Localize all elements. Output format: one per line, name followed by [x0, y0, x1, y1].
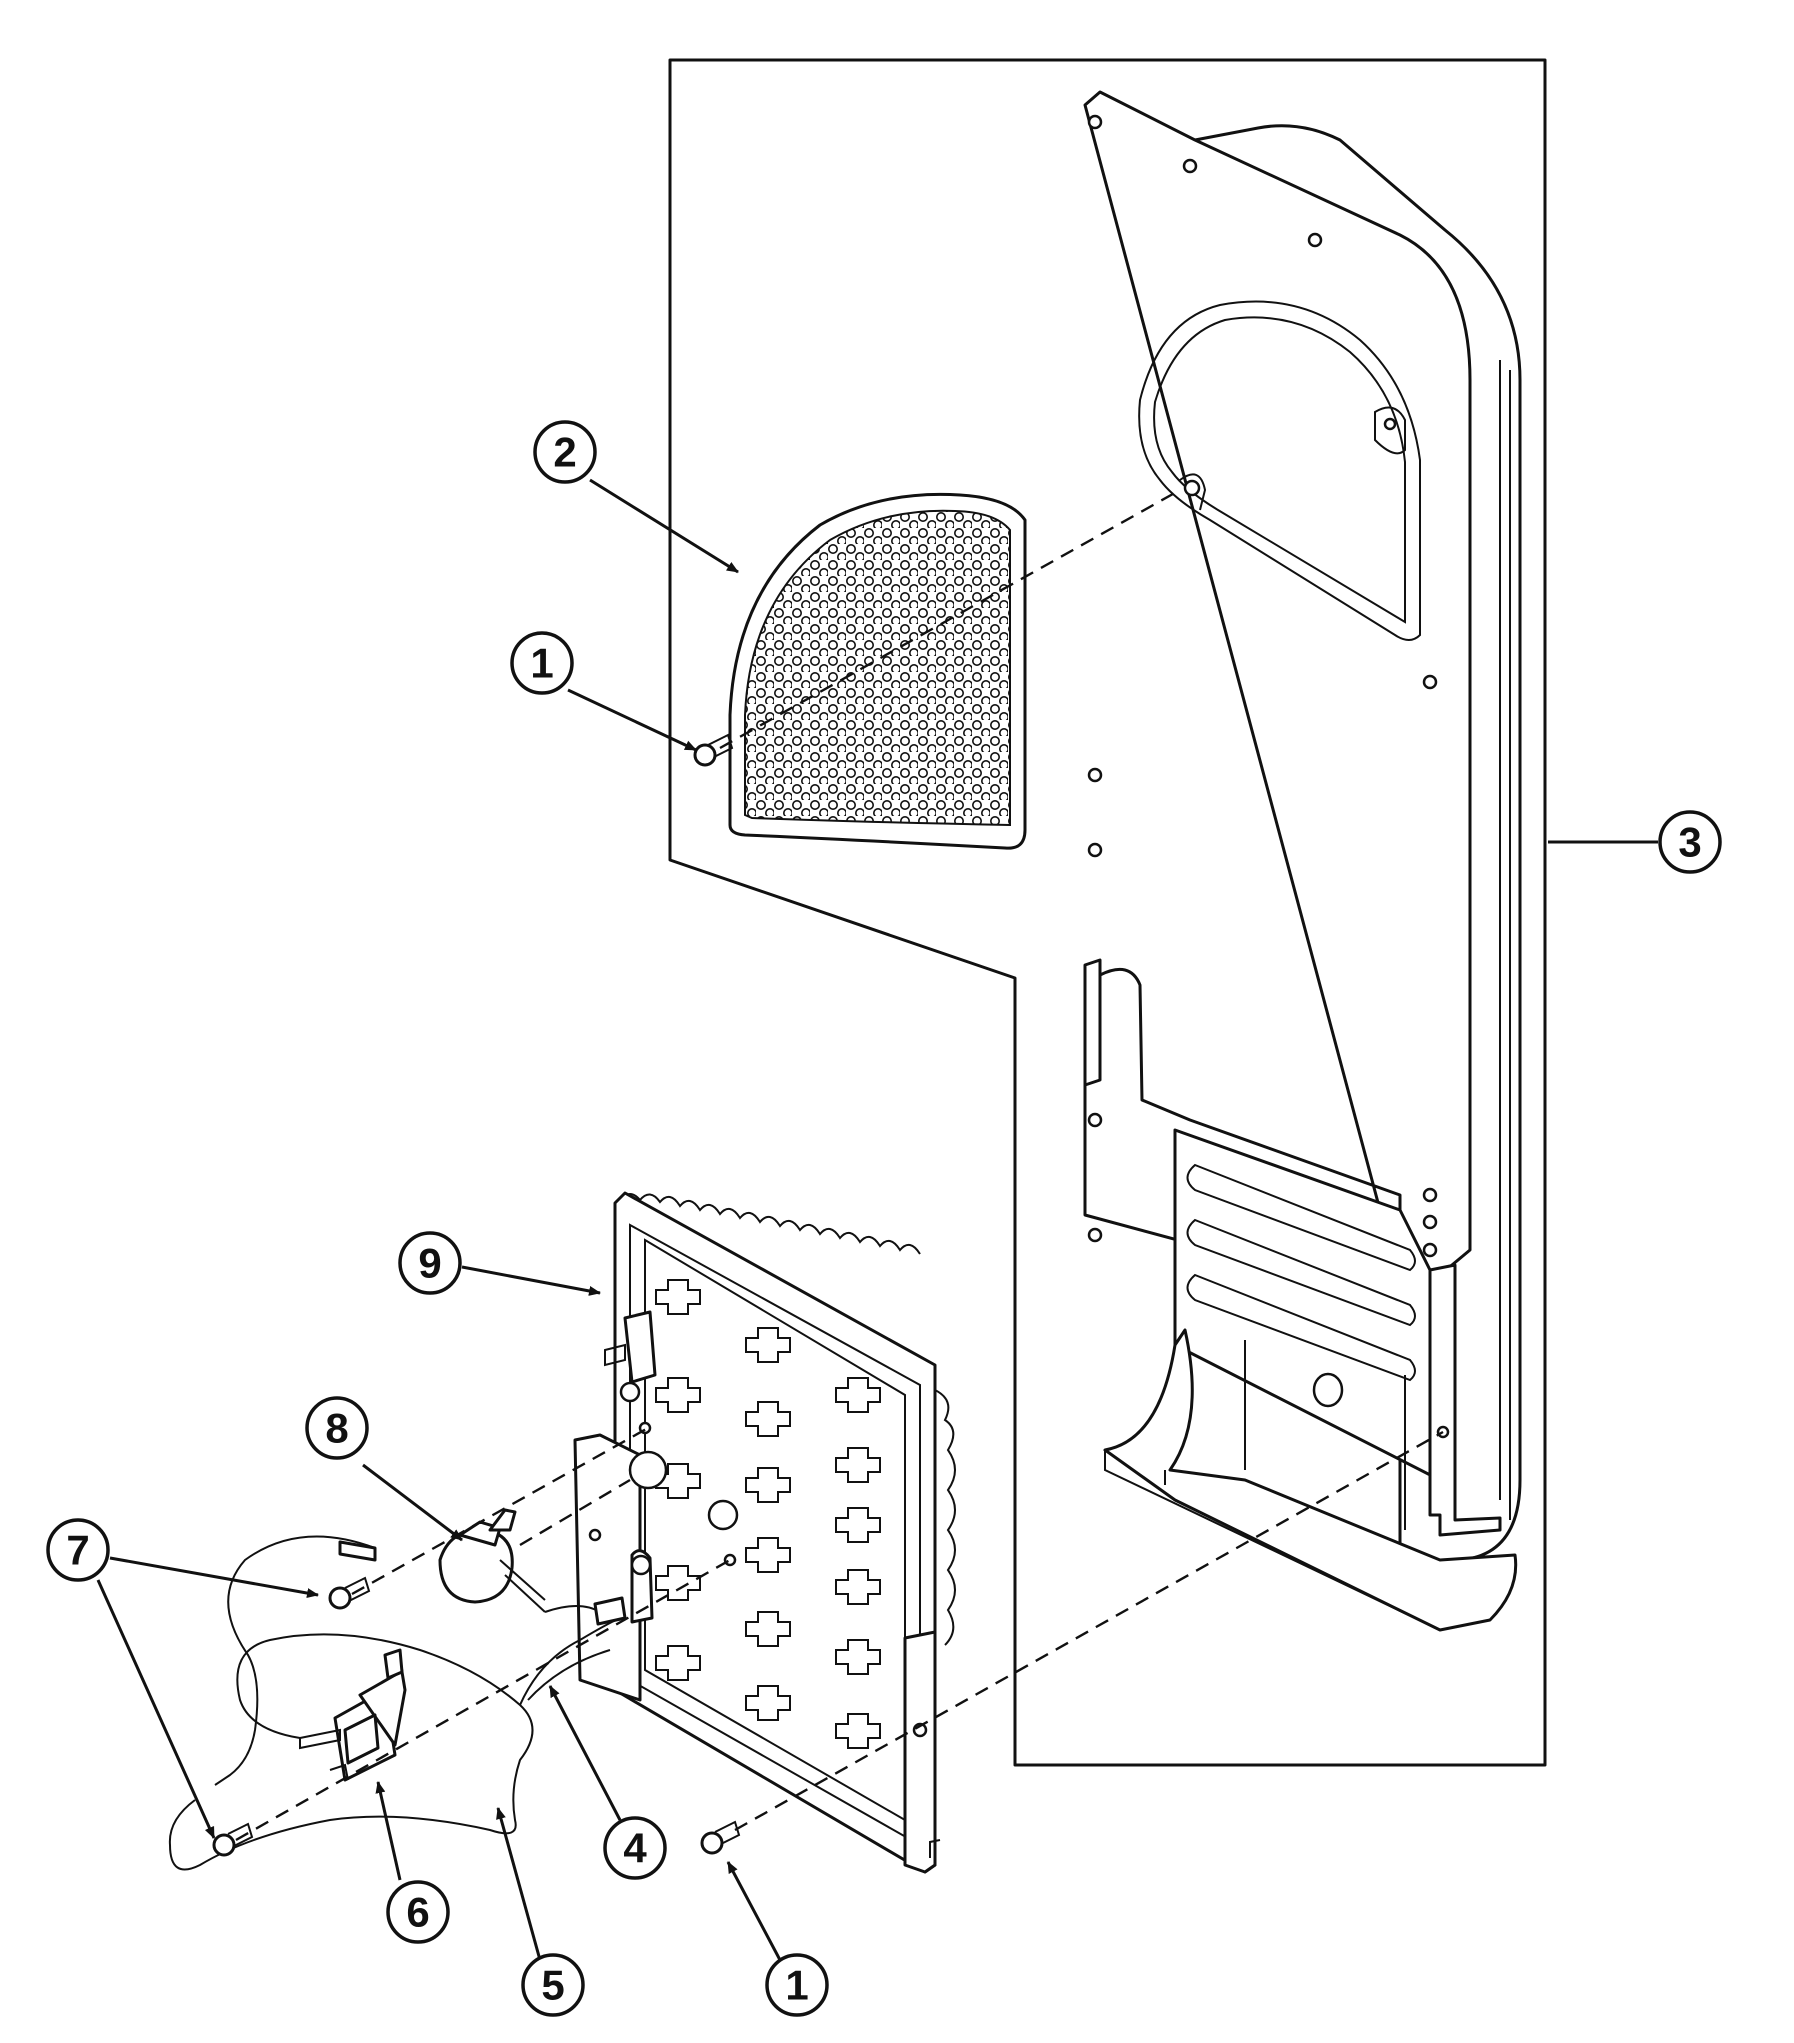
callout-2: 2: [533, 420, 597, 484]
callout-1-upper-label: 1: [530, 640, 553, 687]
terminal-block: [299, 1648, 407, 1782]
assembly-boundary: [668, 58, 1547, 1767]
callout-6: 6: [386, 1880, 450, 1944]
wire-harness: [168, 1535, 627, 1871]
callout-8-label: 8: [325, 1405, 348, 1452]
callout-9: 9: [398, 1231, 462, 1295]
callout-1-upper: 1: [510, 631, 574, 695]
assembly-dashed-lines: [235, 488, 1444, 1842]
lint-grill: [728, 492, 1027, 850]
callout-4: 4: [603, 1816, 667, 1880]
screw-bottom-center: [700, 1820, 741, 1855]
callout-5-label: 5: [541, 1962, 564, 2009]
callout-9-label: 9: [418, 1240, 441, 1287]
callout-7-label: 7: [66, 1527, 89, 1574]
rear-panel-duct: [1083, 90, 1522, 1632]
screw-left-upper: [328, 1576, 371, 1610]
callout-7: 7: [46, 1518, 110, 1582]
screw-upper-left: [693, 733, 734, 767]
heater-plate: [573, 1191, 956, 1874]
callout-4-label: 4: [623, 1825, 647, 1872]
callout-3: 3: [1658, 810, 1722, 874]
callout-5: 5: [521, 1953, 585, 2017]
callout-1-lower-label: 1: [785, 1962, 808, 2009]
callout-6-label: 6: [406, 1889, 429, 1936]
callout-1-lower: 1: [765, 1953, 829, 2017]
callout-8: 8: [305, 1396, 369, 1460]
callout-leaders: [96, 478, 1658, 1961]
callout-3-label: 3: [1678, 819, 1701, 866]
screw-left-lower: [212, 1822, 254, 1857]
callout-2-label: 2: [553, 429, 576, 476]
